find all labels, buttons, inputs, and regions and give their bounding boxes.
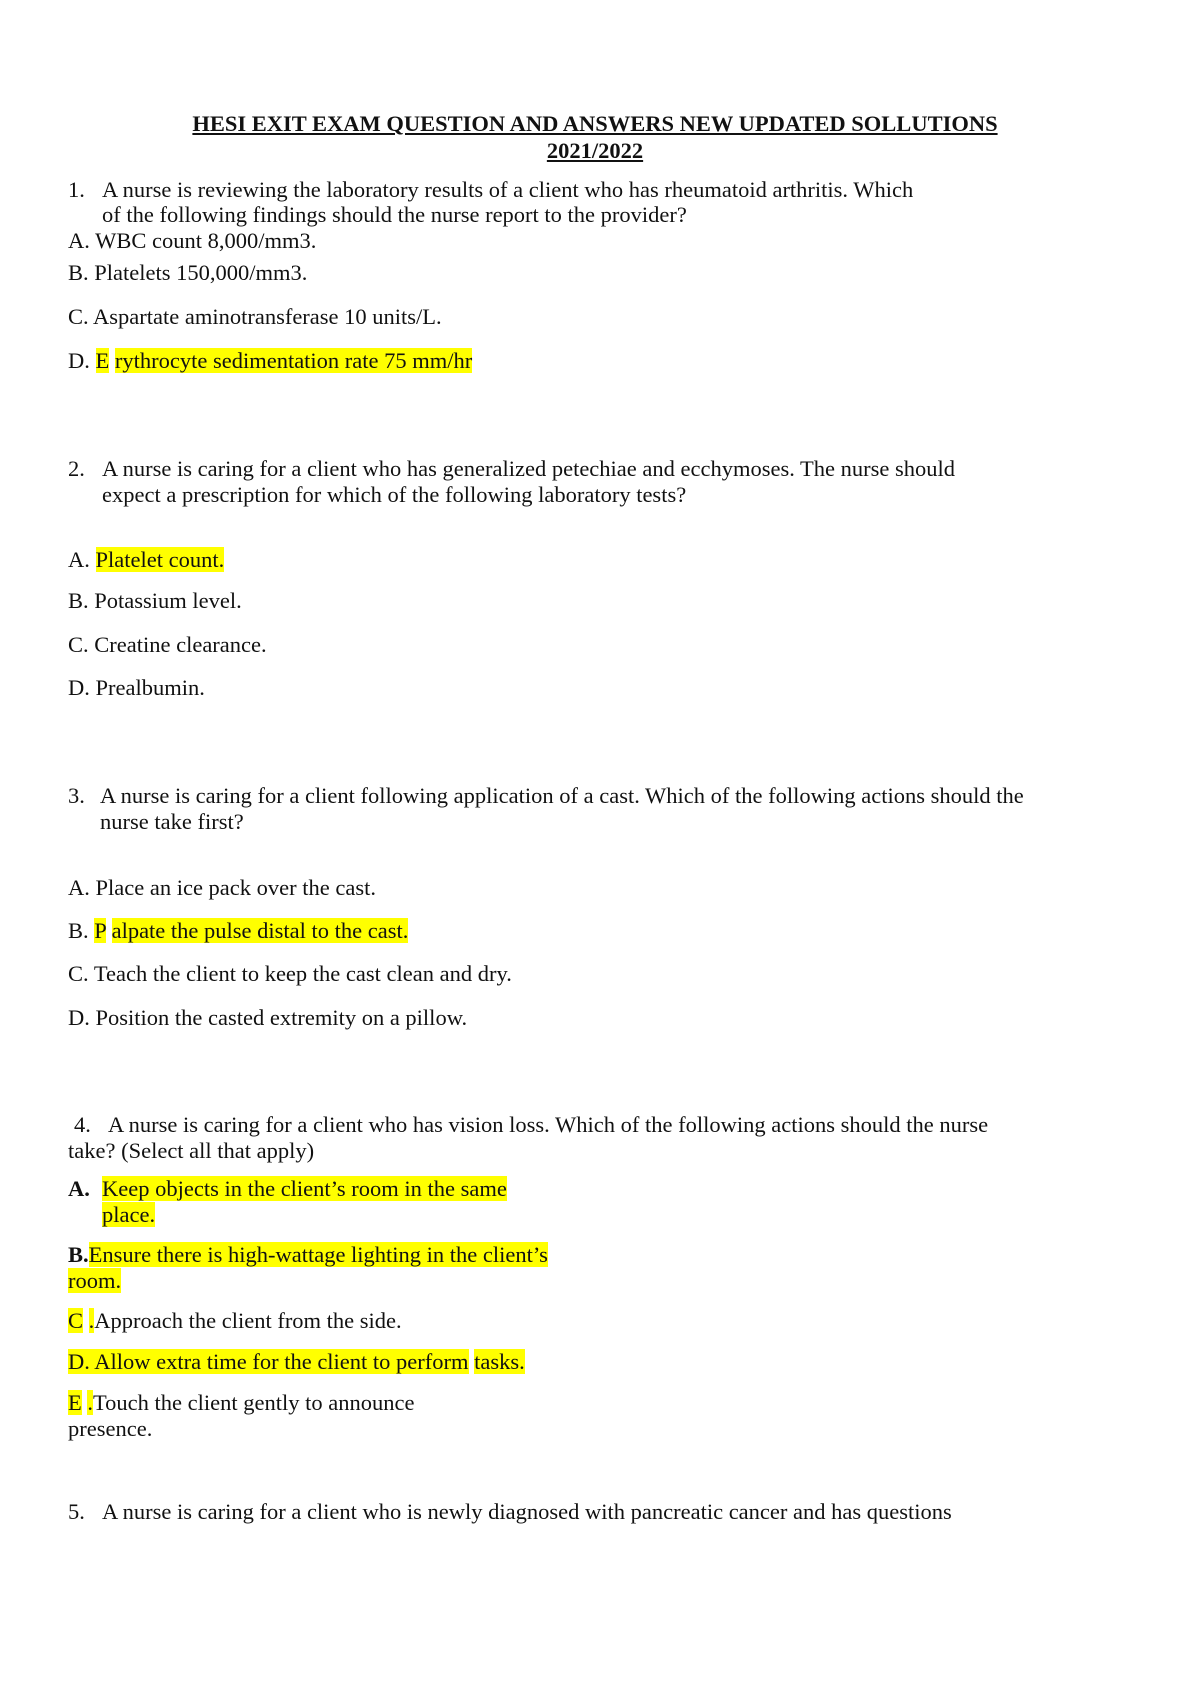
answer-option-correct: place. — [102, 1201, 156, 1229]
highlighted-text: D. Allow extra time for the client to pe… — [68, 1349, 469, 1374]
answer-option-correct: D. E rythrocyte sedimentation rate 75 mm… — [68, 347, 473, 375]
highlighted-text: E — [95, 348, 110, 373]
answer-option-correct: B.Ensure there is high-wattage lighting … — [68, 1241, 548, 1269]
question-stem: take? (Select all that apply) — [68, 1138, 315, 1163]
highlighted-text: Ensure there is high-wattage lighting in… — [88, 1242, 548, 1267]
highlighted-text: P — [94, 918, 106, 943]
highlighted-text: Platelet count. — [95, 547, 225, 572]
highlighted-text: E — [68, 1390, 82, 1415]
highlighted-text: tasks. — [474, 1349, 525, 1374]
highlighted-text: Keep objects in the client’s room in the… — [102, 1176, 507, 1201]
answer-option: D. Prealbumin. — [68, 675, 205, 700]
question-stem: nurse take first? — [100, 809, 244, 834]
answer-option: B. Potassium level. — [68, 588, 242, 613]
highlighted-text: C — [68, 1308, 84, 1333]
answer-option-correct: room. — [68, 1267, 122, 1295]
option-prefix: B. — [68, 918, 89, 943]
highlighted-text: rythrocyte sedimentation rate 75 mm/hr — [114, 348, 473, 373]
answer-option: E .Touch the client gently to announce — [68, 1389, 414, 1417]
question-stem: A nurse is caring for a client who has v… — [108, 1112, 989, 1137]
question-number: 5. — [68, 1499, 85, 1524]
highlighted-text: place. — [102, 1202, 156, 1227]
answer-option: C. Teach the client to keep the cast cle… — [68, 961, 512, 986]
answer-option: A. WBC count 8,000/mm3. — [68, 228, 317, 253]
option-prefix: A. — [68, 1176, 90, 1201]
option-prefix: B. — [68, 1242, 89, 1267]
option-text: Approach the client from the side. — [94, 1308, 402, 1333]
option-text: Touch the client gently to announce — [93, 1390, 415, 1415]
answer-option: D. Position the casted extremity on a pi… — [68, 1005, 468, 1030]
question-number: 3. — [68, 783, 85, 808]
answer-option-correct: D. Allow extra time for the client to pe… — [68, 1348, 525, 1376]
highlighted-text: . — [88, 1308, 95, 1333]
answer-option: C. Aspartate aminotransferase 10 units/L… — [68, 304, 442, 329]
answer-option: C. Creatine clearance. — [68, 632, 267, 657]
question-stem: expect a prescription for which of the f… — [102, 482, 687, 507]
highlighted-text: . — [87, 1390, 93, 1415]
answer-option: A. Place an ice pack over the cast. — [68, 875, 376, 900]
answer-option-correct: Keep objects in the client’s room in the… — [102, 1175, 507, 1203]
question-stem: A nurse is caring for a client following… — [100, 783, 1024, 808]
highlighted-text: room. — [68, 1268, 122, 1293]
question-number: 4. — [74, 1112, 91, 1137]
highlighted-text: alpate the pulse distal to the cast. — [111, 918, 409, 943]
answer-option-correct: B. P alpate the pulse distal to the cast… — [68, 917, 409, 945]
question-stem: A nurse is caring for a client who is ne… — [102, 1499, 952, 1524]
answer-option: C .Approach the client from the side. — [68, 1307, 402, 1335]
question-number: 1. — [68, 177, 85, 202]
question-stem: A nurse is reviewing the laboratory resu… — [102, 177, 914, 202]
question-stem: A nurse is caring for a client who has g… — [102, 456, 956, 481]
document-title-line1: HESI EXIT EXAM QUESTION AND ANSWERS NEW … — [192, 111, 998, 136]
option-prefix: D. — [68, 348, 90, 373]
option-prefix: A. — [68, 547, 90, 572]
document-title-line2: 2021/2022 — [546, 138, 644, 163]
answer-option-correct: A. Platelet count. — [68, 546, 225, 574]
question-number: 2. — [68, 456, 85, 481]
answer-option: presence. — [68, 1416, 153, 1441]
answer-option: B. Platelets 150,000/mm3. — [68, 260, 308, 285]
question-stem: of the following findings should the nur… — [102, 202, 687, 227]
